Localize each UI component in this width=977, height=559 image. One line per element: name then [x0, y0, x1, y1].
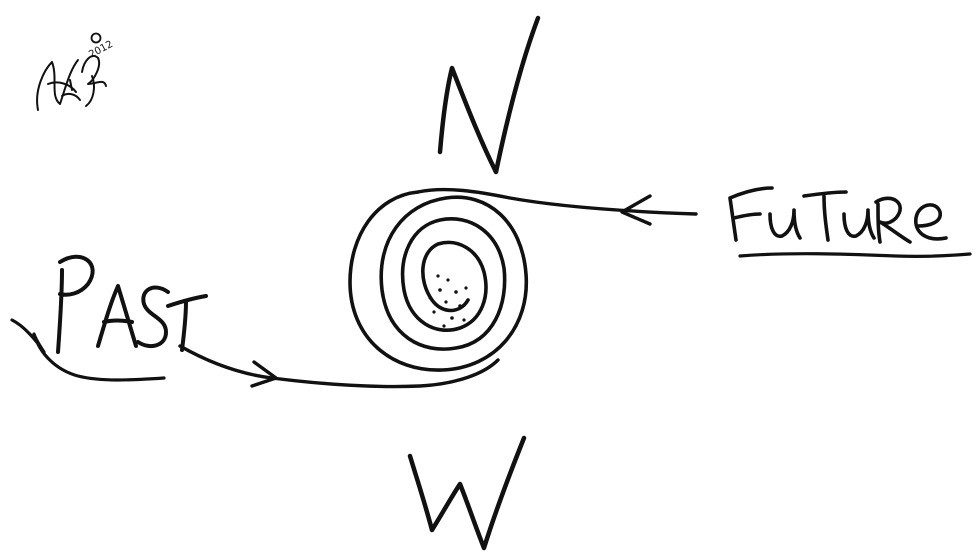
future-lettering: [730, 188, 970, 256]
time-spiral: [350, 192, 526, 370]
north-letter: [440, 18, 538, 172]
west-label: W: [468, 499, 470, 501]
signature-mark: 2012: [37, 34, 115, 111]
future-label: FuTuRe: [850, 229, 857, 231]
signature-year: 2012: [87, 39, 115, 61]
past-lettering: [12, 257, 206, 380]
north-label: N: [488, 121, 490, 123]
west-letter: [410, 438, 524, 548]
past-label: PAST: [110, 328, 115, 331]
past-arrow: [180, 346, 498, 387]
